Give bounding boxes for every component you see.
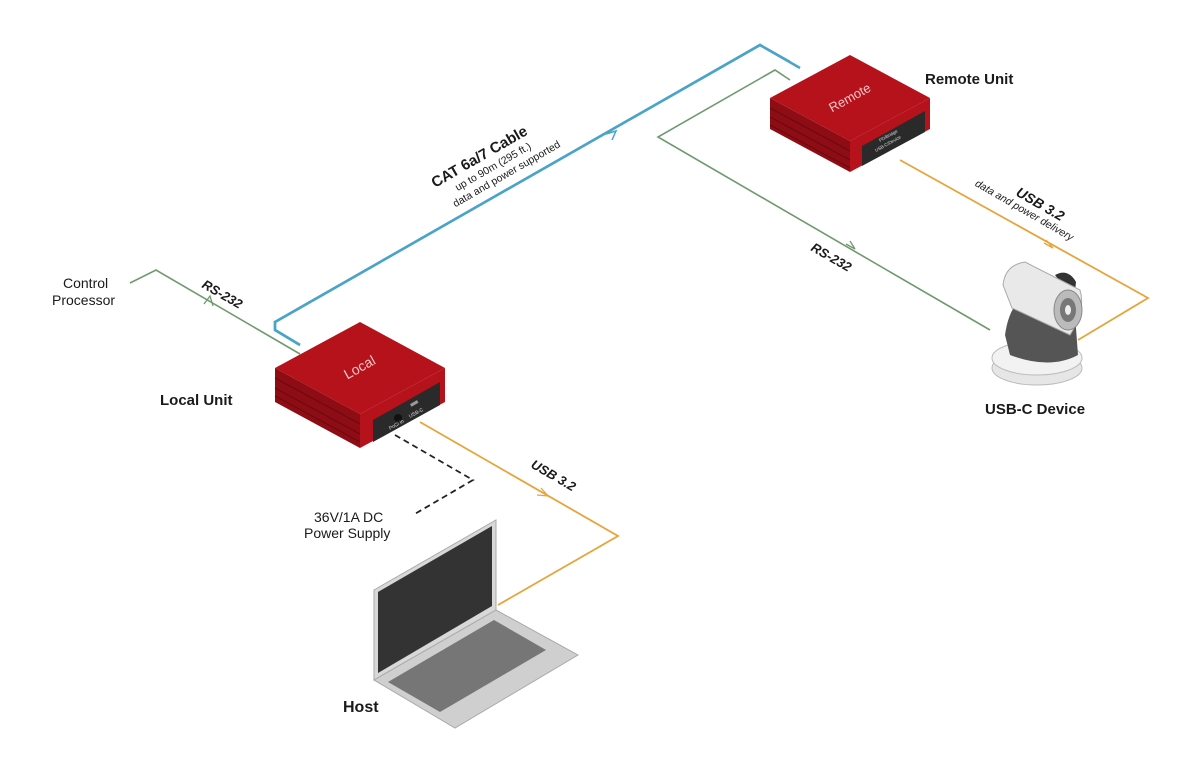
rs232-local-label: RS-232 <box>200 277 246 312</box>
rs232-remote-line <box>656 69 991 331</box>
rs232-remote-arrow <box>845 240 856 250</box>
power-line <box>394 434 475 516</box>
cat-cable-link <box>273 43 801 347</box>
local-unit-device: Local PoCi In USB-C <box>274 322 445 448</box>
rs232-local-arrow <box>203 294 214 307</box>
host-laptop <box>373 519 580 729</box>
host-label: Host <box>343 699 379 716</box>
cat-cable-line <box>273 43 791 347</box>
remote-unit-device: Remote PD/Bridge USB-C/Device <box>769 55 930 172</box>
usb-c-device-camera <box>991 261 1083 386</box>
control-processor-label-1: Control <box>63 275 108 291</box>
usb-remote-line <box>899 159 1150 341</box>
power-supply-label-1: 36V/1A DC <box>314 509 383 525</box>
cat-cable-arrow <box>605 129 618 141</box>
usb-local-line <box>419 421 620 606</box>
usb-c-device-label: USB-C Device <box>985 401 1085 418</box>
rs232-local-line <box>129 269 301 355</box>
remote-unit-label: Remote Unit <box>925 71 1013 88</box>
local-unit-label: Local Unit <box>160 392 233 409</box>
power-supply-label-2: Power Supply <box>304 525 390 541</box>
control-processor-label-2: Processor <box>52 292 115 308</box>
usb-local-arrow <box>536 487 550 497</box>
usb-remote-arrow <box>1043 239 1054 249</box>
